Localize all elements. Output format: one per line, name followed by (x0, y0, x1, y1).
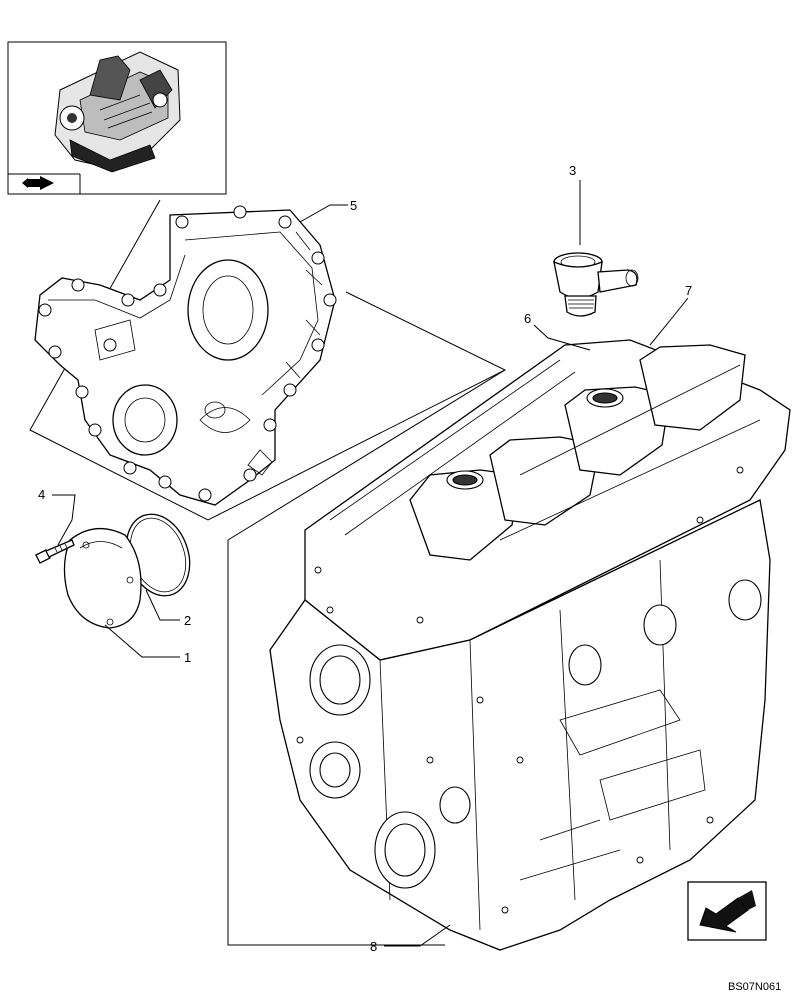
callout-6: 6 (524, 311, 531, 326)
bolt-part (35, 539, 75, 564)
callout-1: 1 (184, 650, 191, 665)
cover-plate-part (63, 528, 142, 629)
timing-cover-part (34, 205, 337, 506)
engine-thumbnail[interactable] (7, 41, 227, 195)
engine-thumbnail-image (54, 51, 181, 173)
engine-block-part (269, 339, 791, 951)
callout-8: 8 (370, 939, 377, 954)
callout-2: 2 (184, 613, 191, 628)
large-arrow-icon[interactable] (687, 881, 767, 941)
callout-7: 7 (685, 283, 692, 298)
breather-cap-part (553, 252, 639, 317)
drawing-code: BS07N061 (728, 981, 781, 993)
leader-lines (52, 180, 689, 947)
arrow-icon[interactable] (22, 176, 54, 190)
callout-5: 5 (350, 198, 357, 213)
callout-4: 4 (38, 487, 45, 502)
block-panel (227, 369, 506, 946)
callout-3: 3 (569, 163, 576, 178)
